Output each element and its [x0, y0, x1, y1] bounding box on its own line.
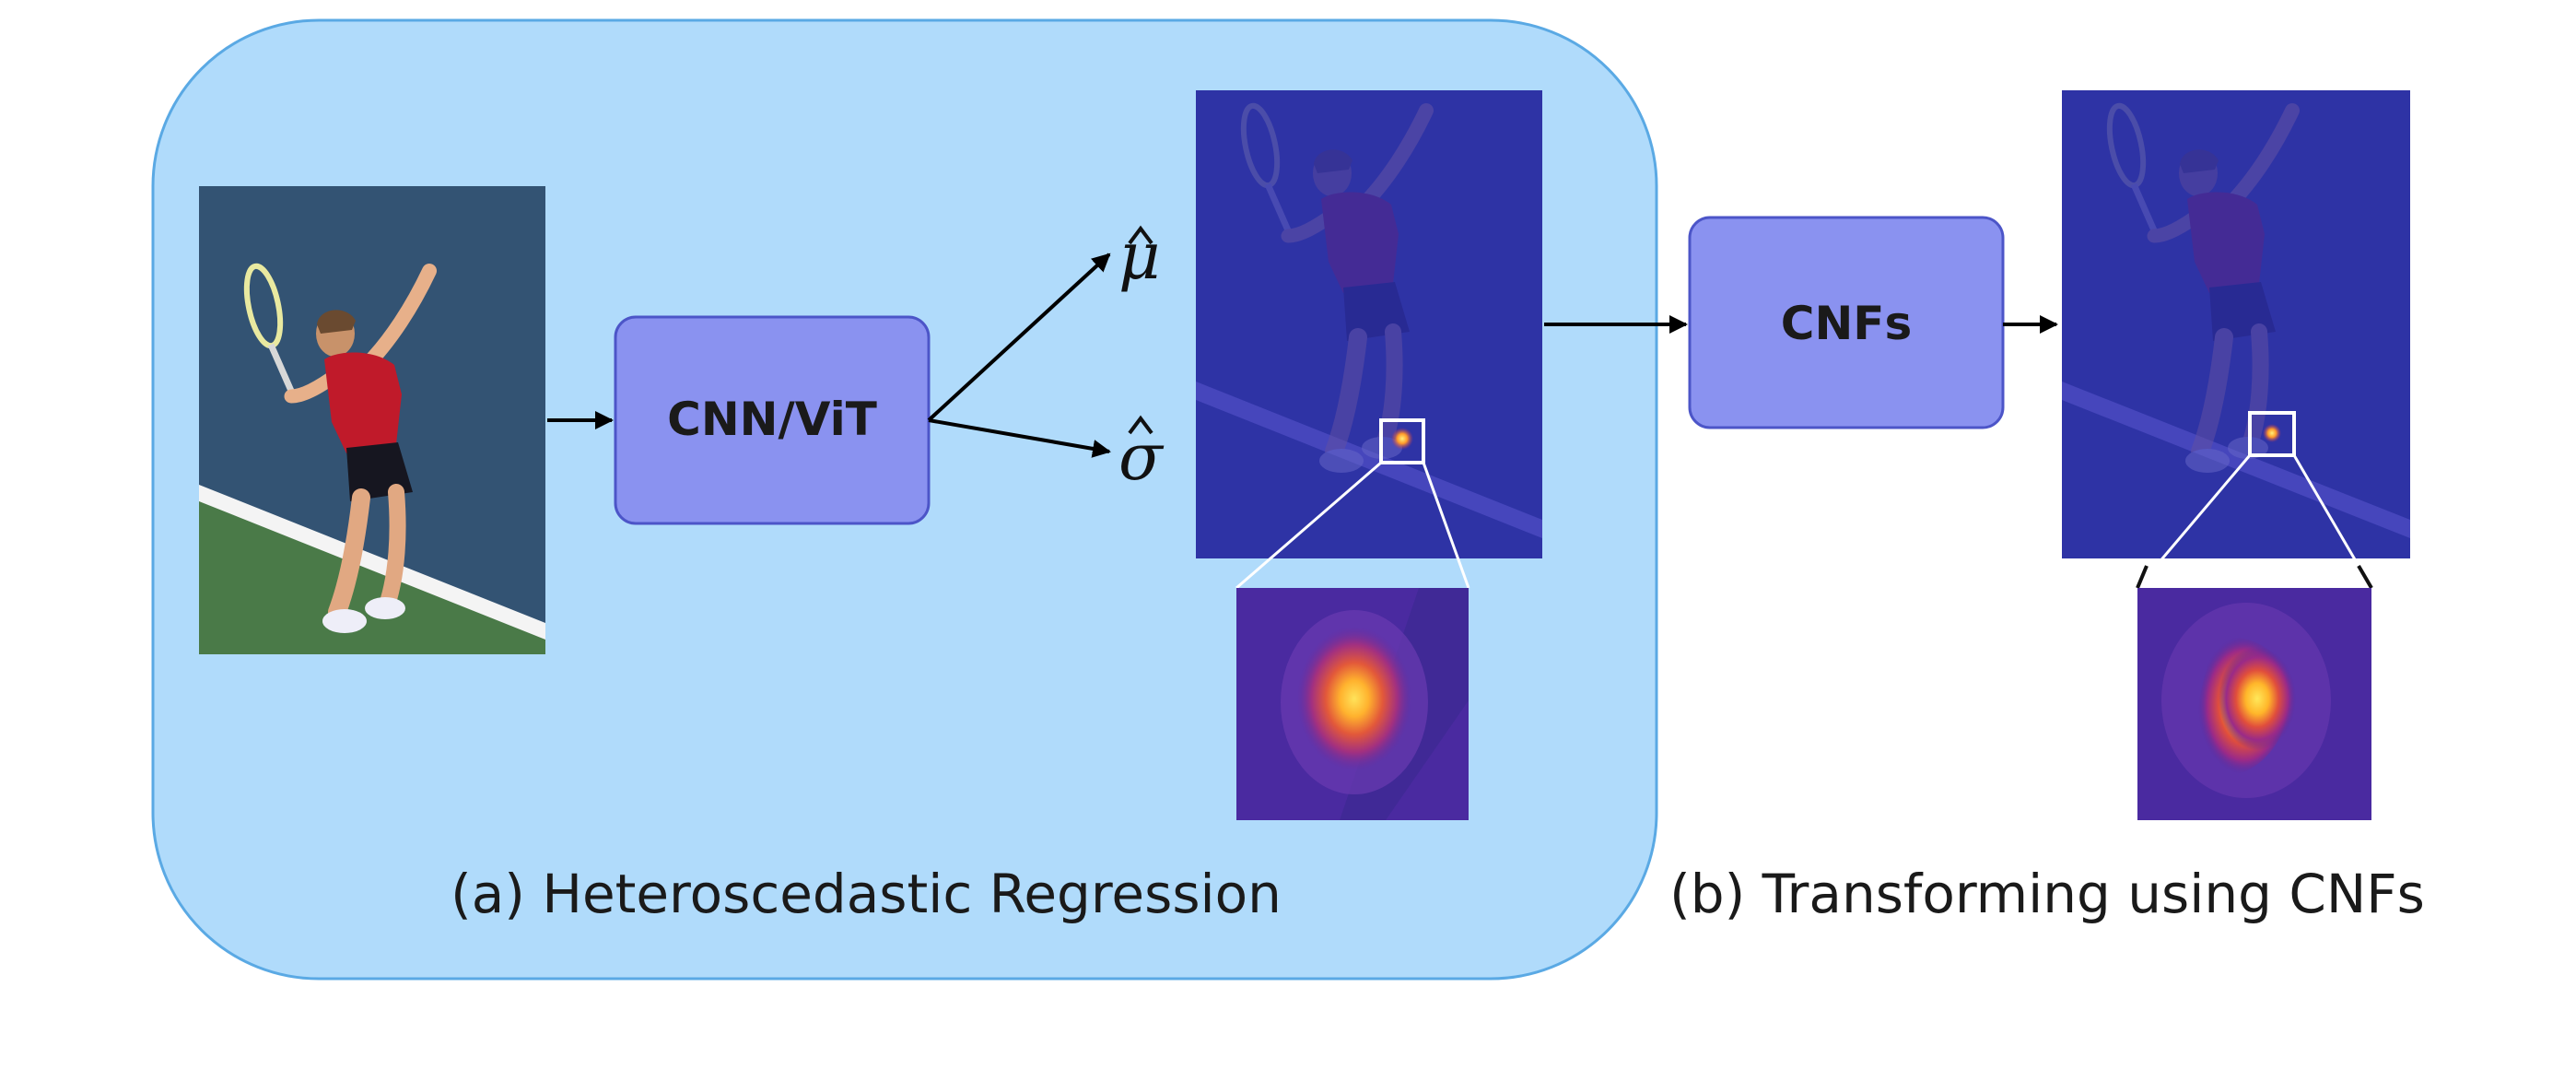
heatmap-b: [2062, 90, 2410, 558]
input-image: [199, 186, 545, 654]
heatmap-a: [1196, 90, 1542, 558]
zoom-line-b-left: [2136, 454, 2252, 589]
zoom-line-b-left-dark: [2136, 565, 2149, 589]
zoom-heatmap-b: [2137, 588, 2371, 820]
zoom-line-b-right-dark: [2357, 564, 2373, 590]
cnn-vit-label: CNN/ViT: [667, 393, 877, 446]
svg-text:σ: σ: [1118, 419, 1165, 495]
mu-hat-symbol: μ: [1118, 218, 1161, 294]
caption-b: (b) Transforming using CNFs: [1669, 863, 2425, 925]
arrow-to-sigma: [928, 418, 1111, 458]
caption-a: (a) Heteroscedastic Regression: [451, 863, 1282, 925]
sigma-hat-symbol: σ: [1118, 415, 1165, 495]
cnfs-box: CNFs: [1688, 216, 2005, 429]
zoom-line-a-left: [1235, 461, 1382, 590]
cnfs-label: CNFs: [1781, 297, 1912, 350]
cnn-vit-box: CNN/ViT: [614, 315, 931, 525]
focus-box-a: [1379, 418, 1425, 464]
arrow-to-mu: [927, 253, 1111, 422]
focus-box-b: [2248, 411, 2296, 457]
zoom-line-a-right: [1422, 462, 1470, 589]
zoom-heatmap-a: [1236, 588, 1469, 820]
